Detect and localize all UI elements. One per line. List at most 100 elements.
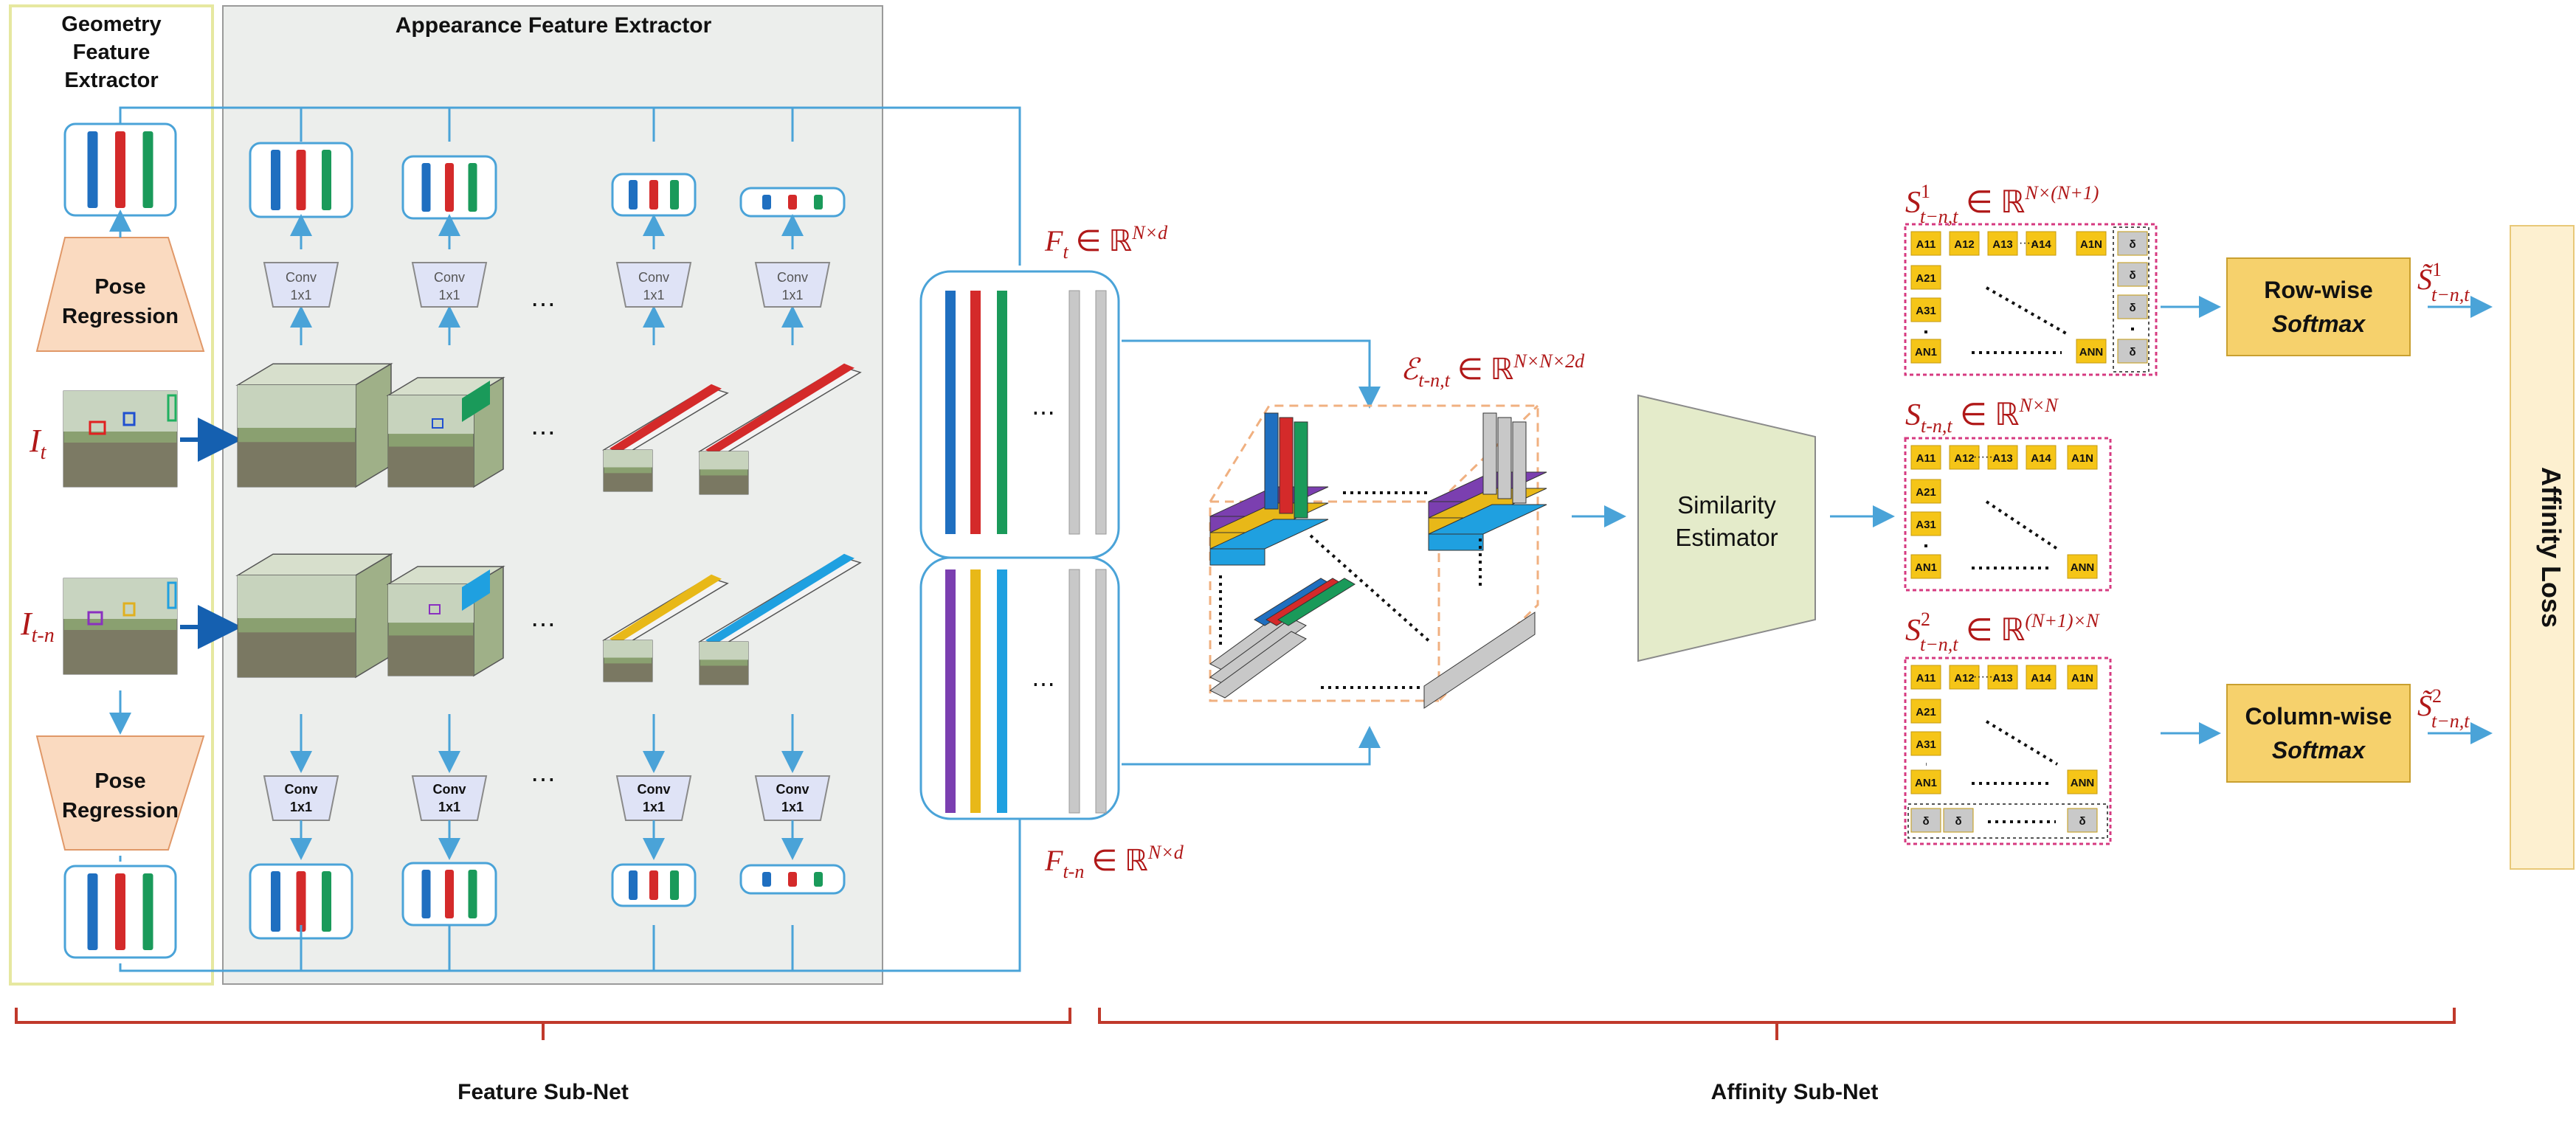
matrix-s-cell-a11-text: A11 [1916, 452, 1936, 465]
appearance-vector-bottom-3-bar [670, 870, 679, 900]
matrix-s2-delta-row-border [1907, 803, 2108, 839]
ftn-ellipsis: ⋯ [1032, 671, 1055, 697]
matrix-s2-delta-row-1 [1943, 808, 1974, 833]
feature-map-tn-3-front-sky [604, 640, 652, 658]
similarity-estimator-line1: Similarity [1677, 491, 1776, 519]
ft-ellipsis: ⋯ [1032, 399, 1055, 426]
rowwise-softmax-line2: Softmax [2272, 311, 2366, 337]
appearance-vector-bottom-4-bar [788, 872, 797, 887]
matrix-s2-diag [1985, 720, 2059, 766]
matrix-s-cell-a11 [1910, 445, 1941, 470]
matrix-s2-cell-a13 [1987, 665, 2018, 690]
ft-vector-bar [1068, 290, 1080, 535]
appearance-vector-top-2-bar [421, 163, 431, 212]
affinity-loss-box [2510, 225, 2575, 870]
appearance-vector-top-4-bar [762, 195, 771, 209]
arrow-ftn-to-tensor [1122, 726, 1381, 766]
matrix-s-cell-ann-text: ANN [2071, 561, 2095, 574]
tensor-bl-gray [1209, 617, 1307, 685]
appearance-vector-top-1-bar [271, 150, 280, 210]
ellipsis-3: ⋯ [531, 766, 556, 794]
matrix-s-cell-a12 [1949, 445, 1980, 470]
feature-map-t-4-stripe [705, 363, 854, 454]
matrix-s1-cell-a14 [2026, 231, 2057, 256]
tensor-col-gray [1482, 412, 1497, 495]
matrix-s1-cell-ann-text: ANN [2079, 346, 2104, 359]
matrix-s1-cell-a13 [1987, 231, 2018, 256]
geometry-vector-top-bar [142, 131, 153, 208]
matrix-s1-cell-a1n-text: A1N [2080, 238, 2102, 251]
conv-box-bottom [263, 775, 339, 821]
ellipsis-marks: ⋯⋯⋯⋯ [531, 291, 556, 794]
appearance-vector-bottom-1-bar [296, 871, 306, 932]
matrix-s1-delta-col-3-text: δ [2129, 346, 2135, 359]
input-image-t-n [63, 578, 178, 675]
matrix-s1-cell-a1n [2076, 231, 2107, 256]
appearance-vector-top-2-bar [445, 163, 454, 212]
matrix-s2-cell-a1n [2067, 665, 2098, 690]
arrow-ft-to-tensor [1122, 339, 1381, 409]
feature-map-t-1-side [355, 362, 392, 488]
affinity-loss-label: Affinity Loss [2536, 467, 2566, 628]
matrix-s2-delta-row-1-text: δ [1955, 815, 1961, 828]
tensor-dots-diag [1309, 534, 1433, 645]
matrix-s2-cell-an1-text: AN1 [1915, 777, 1937, 789]
appearance-vector-top-3-bar [649, 180, 658, 209]
matrix-s1-cell-an1-text: AN1 [1915, 346, 1937, 359]
ftn-label: Ft-n ∈ ℝN×d [1044, 842, 1184, 882]
pose-regression-top-line1: Pose [94, 275, 145, 299]
appearance-vector-bottom-2-bar [421, 870, 431, 918]
ft-vector-bar [997, 291, 1007, 534]
conv-layers: Conv1x1Conv1x1Conv1x1Conv1x1Conv1x1Conv1… [263, 108, 831, 971]
conv-box-top [263, 262, 339, 308]
appearance-vector-top-3-bar [629, 180, 638, 209]
conv-bottom-line2: 1x1 [643, 800, 665, 814]
colwise-softmax-line1: Column-wise [2245, 703, 2392, 730]
tensor-edge-dashed [1437, 404, 1539, 503]
tensor-col [1264, 412, 1279, 510]
feature-subnet-label: Feature Sub-Net [457, 1080, 629, 1104]
conv-box-top [411, 262, 488, 308]
tensor-bl-gray [1209, 631, 1307, 699]
ellipsis-1: ⋯ [531, 419, 556, 447]
ft-label: Ft ∈ ℝN×d [1044, 222, 1168, 263]
matrix-s2-cell-a11 [1910, 665, 1941, 690]
conv-top-line2: 1x1 [781, 288, 803, 302]
feature-map-tn-1-front-road [238, 632, 356, 677]
matrix-s-cell-an1-text: AN1 [1915, 561, 1937, 574]
ft-vector-bar [1095, 290, 1107, 535]
matrix-s1-cell-an1 [1910, 339, 1941, 364]
feature-map-tn-1-side [355, 553, 392, 679]
matrix-s-cell-a14-text: A14 [2031, 452, 2051, 465]
affinity-subnet-bracket [1098, 1008, 2456, 1040]
feature-map-tn-4-front-road [700, 665, 748, 685]
input-image-t [63, 390, 178, 488]
matrix-s-cell-a21-text: A21 [1916, 486, 1936, 499]
conv-bottom-line2: 1x1 [290, 800, 312, 814]
appearance-vector-top-2-bar [468, 163, 477, 212]
appearance-extractor-title: Appearance Feature Extractor [396, 13, 712, 38]
matrix-s1-delta-col-0-text: δ [2129, 238, 2135, 251]
feature-map-t-4-front-sky [700, 451, 748, 470]
feature-map-t-1-front-sky [238, 385, 356, 428]
s-label: St-n,t ∈ ℝN×N [1905, 395, 2059, 437]
box-tn [429, 604, 441, 614]
feature-map-tn-4-stripe [705, 553, 854, 645]
ftn-vector-bar [1068, 569, 1080, 814]
matrix-s2-cell-a14-text: A14 [2031, 672, 2051, 685]
feature-map-tn-2-front-road [388, 635, 474, 676]
appearance-vector-bottom-3-bar [629, 870, 638, 900]
matrix-s2-cell-a31-text: A31 [1916, 738, 1936, 751]
similarity-estimator-line2: Estimator [1675, 524, 1778, 551]
feature-map-t-4-front-road [700, 475, 748, 494]
matrix-s1-delta-col-2 [2117, 294, 2148, 319]
matrix-s-cell-a12-text: A12 [1954, 452, 1975, 465]
matrix-s-cell-an1 [1910, 554, 1941, 579]
appearance-vector-bottom-2-bar [468, 870, 477, 918]
conv-top-line2: 1x1 [643, 288, 664, 302]
matrix-s-cell-a13 [1987, 445, 2018, 470]
geometry-vector-top-bar [115, 131, 125, 208]
matrix-s2-delta-row-0 [1910, 808, 1941, 833]
